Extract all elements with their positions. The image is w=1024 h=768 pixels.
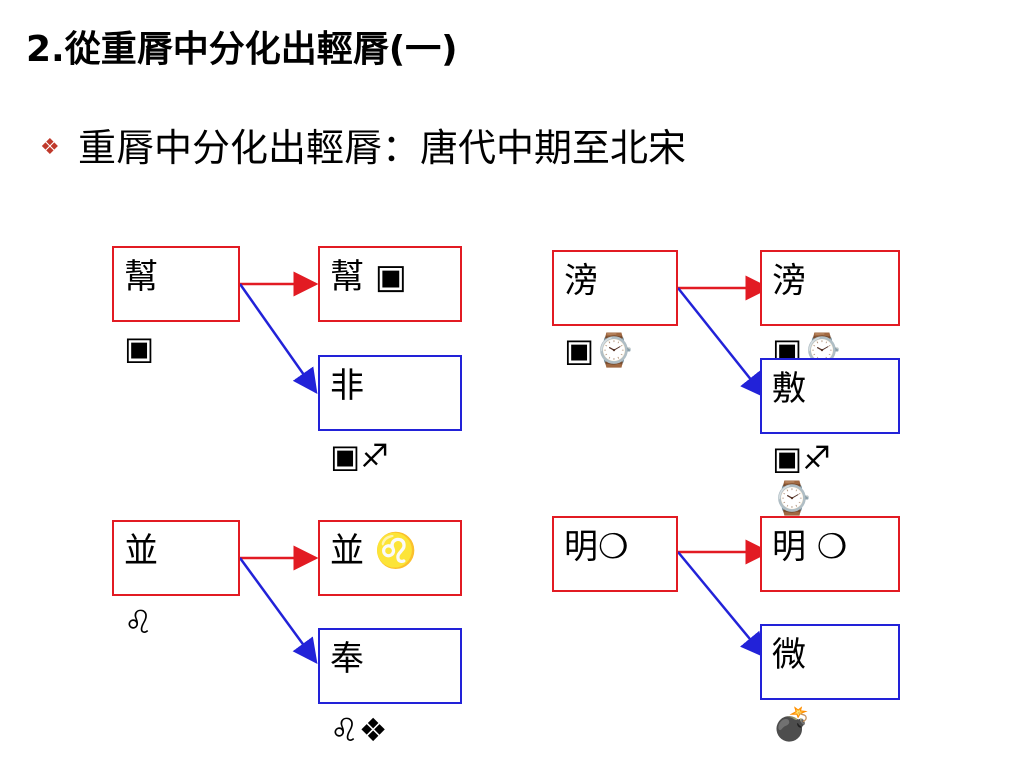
diamond-bullet-icon: ❖ [40,135,60,160]
box-fei-overflow: ▣♐ [330,437,389,475]
box-wei-target: 微 [760,624,900,700]
slide-title: 2.從重脣中分化出輕脣(一) [26,29,458,70]
box-fu-overflow: ▣♐ ⌚ [772,439,831,517]
box-bang-target: 幫 ▣ [318,246,462,322]
box-pang-target: 滂 [760,250,900,326]
arrow-ming-to-wei [677,551,766,658]
box-pang-source: 滂 [552,250,678,326]
box-bing-source-overflow: ♌ [124,603,153,641]
arrow-bing-to-feng [238,557,318,665]
box-ming-target: 明 ❍ [760,516,900,592]
box-bing-target: 並 ♌ [318,520,462,596]
box-feng-target: 奉 [318,628,462,704]
box-bang-source: 幫 [112,246,240,322]
box-bing-source: 並 [112,520,240,596]
box-pang-source-overflow: ▣⌚ [564,331,635,369]
box-ming-source: 明❍ [552,516,678,592]
bullet-item: ❖ 重脣中分化出輕脣：唐代中期至北宋 [40,124,686,172]
arrow-pang-to-fu [677,287,766,398]
bomb-icon: 💣 [772,705,812,743]
bullet-text: 重脣中分化出輕脣：唐代中期至北宋 [78,126,687,170]
box-fu-target: 敷 [760,358,900,434]
box-bang-source-overflow: ▣ [124,329,155,367]
box-fei-target: 非 [318,355,462,431]
arrow-bang-to-fei [238,283,318,395]
box-feng-overflow: ♌❖ [330,711,388,749]
